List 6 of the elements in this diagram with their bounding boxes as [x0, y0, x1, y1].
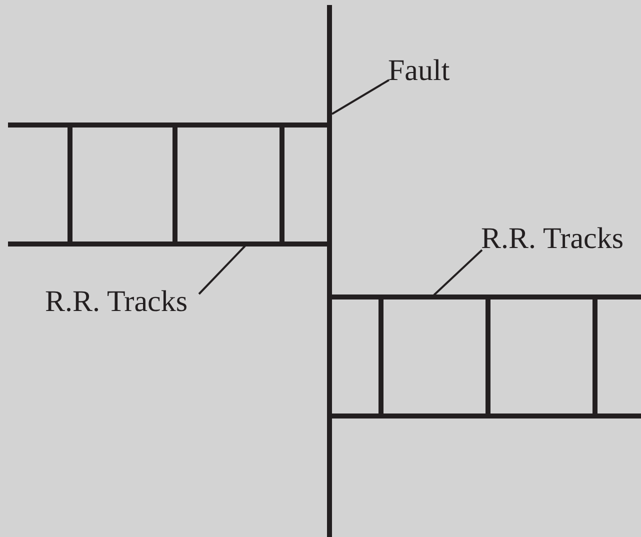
- label-text: R.R. Tracks: [481, 224, 624, 254]
- label-text: R.R. Tracks: [45, 287, 188, 317]
- leader-line: [331, 79, 390, 115]
- leader-line: [433, 249, 483, 296]
- leader-line: [198, 245, 246, 295]
- label-text: Fault: [388, 56, 450, 86]
